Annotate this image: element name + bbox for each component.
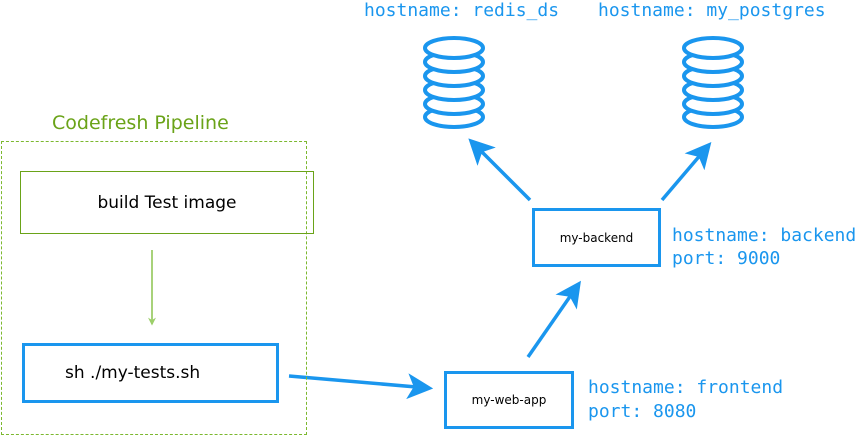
test-step-label: sh ./my-tests.sh <box>65 363 201 383</box>
postgres-hostname: hostname: my_postgres <box>598 0 826 21</box>
redis-database-icon <box>423 36 485 129</box>
redis-hostname: hostname: redis_ds <box>364 0 560 21</box>
test-step-box: sh ./my-tests.sh <box>22 343 279 403</box>
test-to-webapp-arrow <box>288 373 434 400</box>
webapp-service-label: my-web-app <box>471 393 547 407</box>
webapp-to-backend-arrow <box>526 280 581 358</box>
backend-service-label: my-backend <box>559 230 634 245</box>
backend-hostname: hostname: backend <box>672 225 857 246</box>
webapp-hostname: hostname: frontend <box>588 377 784 398</box>
webapp-port: port: 8080 <box>588 401 697 422</box>
backend-to-postgres-arrow <box>660 142 712 202</box>
build-step-box: build Test image <box>20 171 314 234</box>
backend-port: port: 9000 <box>672 248 781 269</box>
backend-service-box: my-backend <box>532 208 661 267</box>
pipeline-title: Codefresh Pipeline <box>52 112 229 134</box>
postgres-database-icon <box>682 36 744 129</box>
build-step-label: build Test image <box>97 192 237 213</box>
webapp-service-box: my-web-app <box>444 371 574 429</box>
pipeline-container <box>1 141 307 435</box>
backend-to-redis-arrow <box>468 138 532 202</box>
